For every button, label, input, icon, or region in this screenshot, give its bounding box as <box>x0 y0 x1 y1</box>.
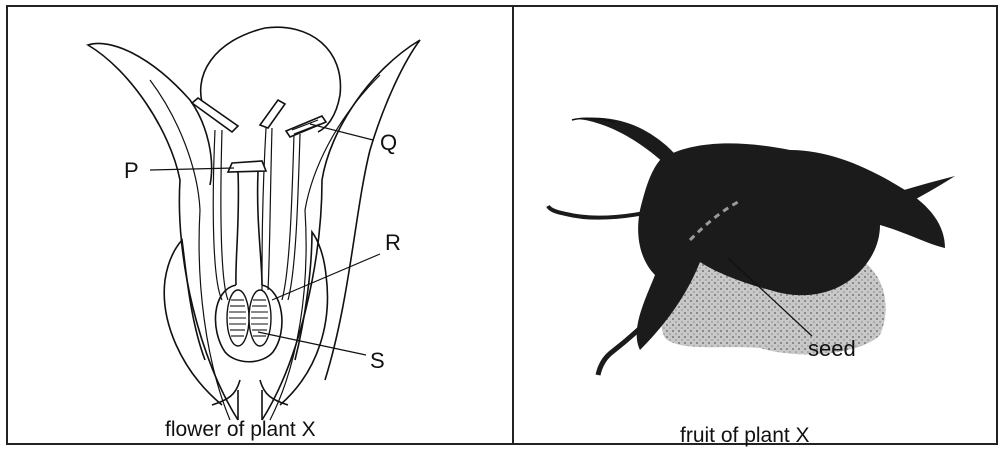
fruit-lower-horn <box>598 300 668 375</box>
fruit-left-horn <box>548 206 650 218</box>
fruit-caption: fruit of plant X <box>680 424 810 447</box>
label-q: Q <box>380 130 397 155</box>
anther-middle <box>260 100 285 128</box>
filament-right-2 <box>288 134 300 300</box>
label-r: R <box>385 230 401 255</box>
label-s: S <box>370 348 385 373</box>
label-p: P <box>124 158 139 183</box>
flower-caption: flower of plant X <box>165 418 316 441</box>
flower-stalk <box>238 390 262 420</box>
flower-panel-border <box>7 6 513 444</box>
fruit-upper-horn <box>572 118 680 165</box>
label-seed: seed <box>808 336 856 361</box>
flower-diagram: P Q R S flower of plant X <box>88 27 420 441</box>
stigma <box>228 161 266 172</box>
style <box>236 172 262 285</box>
fruit-image: seed fruit of plant X <box>548 118 955 447</box>
filament-left-2 <box>221 130 228 300</box>
filament-mid-2 <box>268 128 272 290</box>
left-sepal <box>164 240 222 405</box>
filament-mid <box>262 128 266 290</box>
